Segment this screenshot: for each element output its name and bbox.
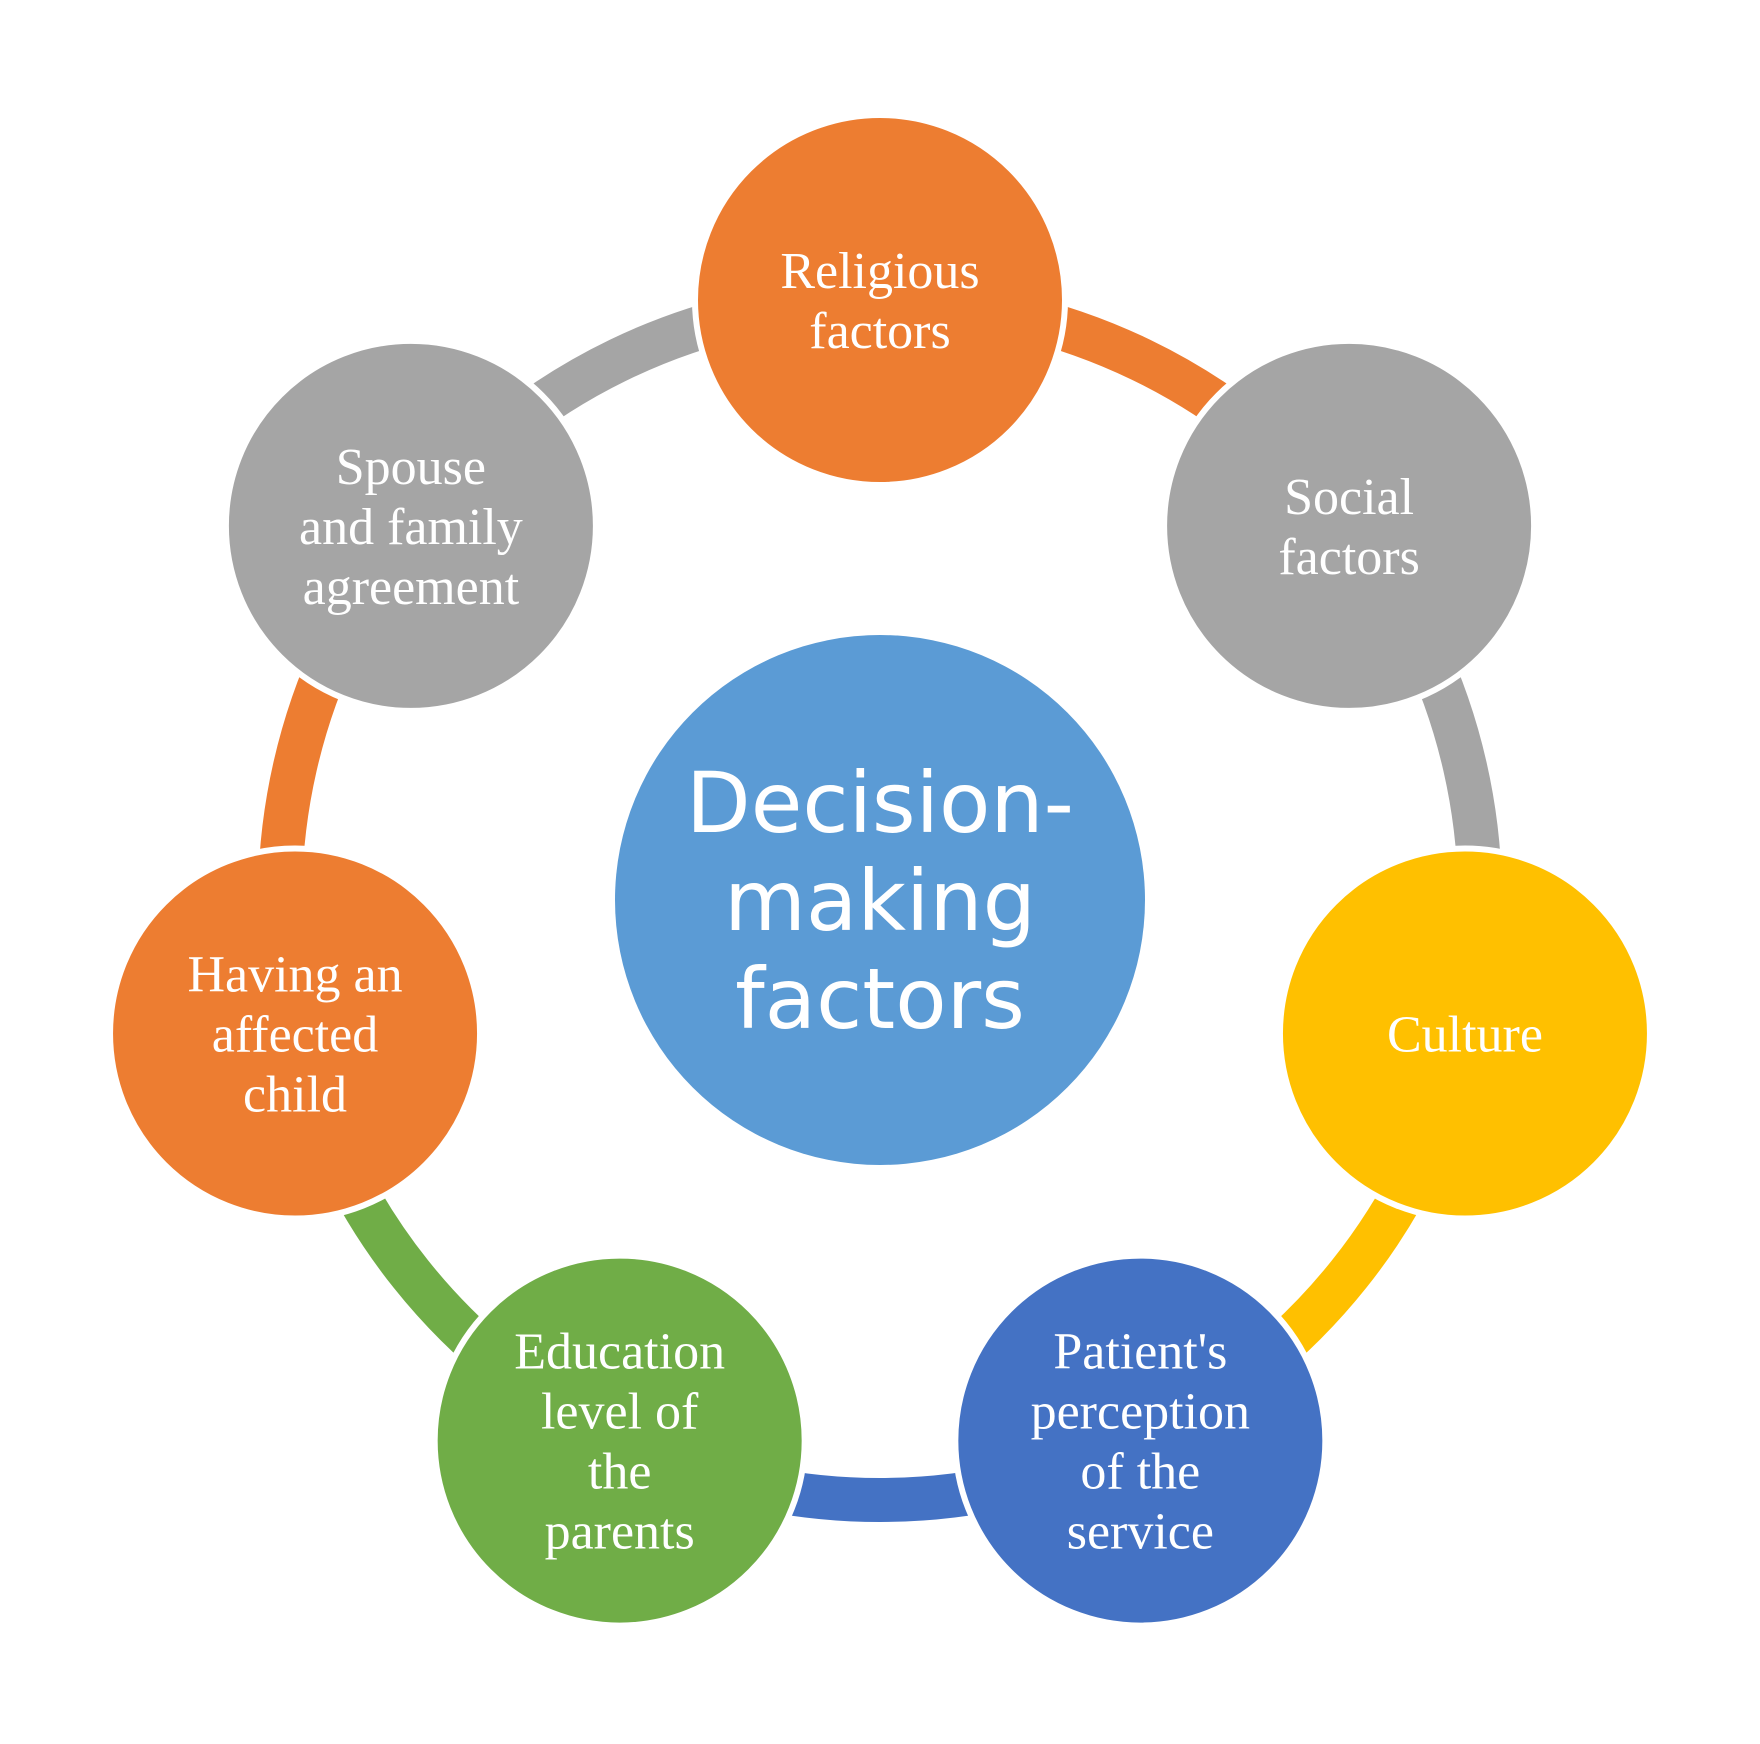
node-label-line: agreement <box>303 559 520 616</box>
node-circle-patients-perception <box>952 1252 1329 1629</box>
node-circle-spouse-family-agreement <box>222 337 599 714</box>
node-label-line: Patient's <box>1053 1324 1227 1381</box>
node-label-line: factors <box>809 303 950 360</box>
node-label-line: affected <box>212 1007 378 1064</box>
node-label-line: service <box>1067 1504 1214 1561</box>
node-circle-social-factors <box>1161 337 1538 714</box>
node-circle-culture <box>1276 845 1653 1222</box>
node-label-line: level of <box>541 1384 699 1441</box>
node-label-line: Culture <box>1387 1007 1543 1064</box>
node-label-line: Religious <box>780 243 979 300</box>
node-circle-having-affected-child <box>107 845 484 1222</box>
node-label-line: parents <box>545 1504 695 1561</box>
node-label-line: Spouse <box>336 439 486 496</box>
node-label-line: perception <box>1031 1384 1250 1441</box>
node-label-line: of the <box>1080 1444 1200 1501</box>
node-label-line: the <box>588 1444 652 1501</box>
center-label-line: factors <box>735 950 1025 1048</box>
node-circle-religious-factors <box>692 112 1068 488</box>
node-circle-education-level <box>431 1252 808 1629</box>
node-label-line: Education <box>514 1324 725 1381</box>
node-label-line: Having an <box>187 947 402 1004</box>
node-label-line: Social <box>1284 469 1414 526</box>
node-label-culture: Culture <box>1387 1007 1543 1064</box>
node-culture: Culture <box>1276 845 1653 1222</box>
center-circle <box>615 635 1145 1165</box>
node-label-line: and family <box>299 499 523 556</box>
node-label-line: factors <box>1278 529 1419 586</box>
center-label-line: Decision- <box>686 754 1074 852</box>
node-label-line: child <box>243 1067 347 1124</box>
center-label-line: making <box>724 852 1036 950</box>
